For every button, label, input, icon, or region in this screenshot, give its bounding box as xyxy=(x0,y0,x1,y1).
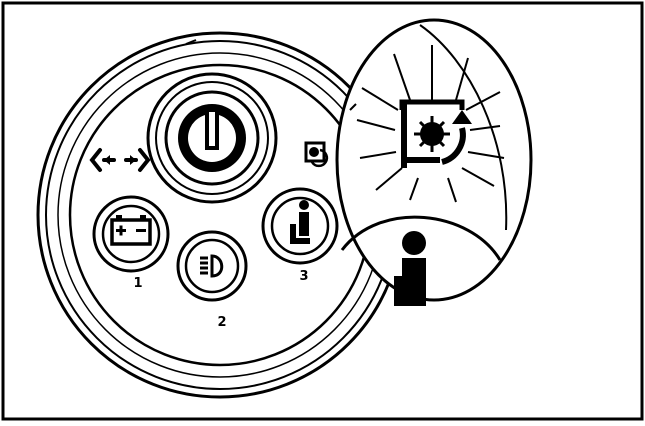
magnified-callout xyxy=(335,18,533,306)
headlight-button[interactable]: 2 xyxy=(176,230,248,330)
power-icon xyxy=(178,104,246,172)
control-console xyxy=(36,31,404,399)
seat-button-number: 3 xyxy=(299,269,308,284)
headlight-button-number: 2 xyxy=(217,315,226,330)
leader-line xyxy=(349,103,357,111)
power-button[interactable] xyxy=(146,72,278,204)
battery-button-number: 1 xyxy=(133,276,142,291)
seat-operator-icon xyxy=(290,200,310,244)
battery-button[interactable]: 1 xyxy=(92,195,170,291)
seat-button[interactable]: 3 xyxy=(261,187,339,284)
direction-arrows-icon xyxy=(89,148,151,172)
pto-engage-icon-flashing xyxy=(356,45,505,203)
seat-operator-icon-large xyxy=(394,231,426,306)
headlight-icon xyxy=(200,254,224,278)
console-tab xyxy=(185,39,197,45)
battery-icon xyxy=(110,215,152,246)
pto-indicator-icon xyxy=(304,141,329,168)
